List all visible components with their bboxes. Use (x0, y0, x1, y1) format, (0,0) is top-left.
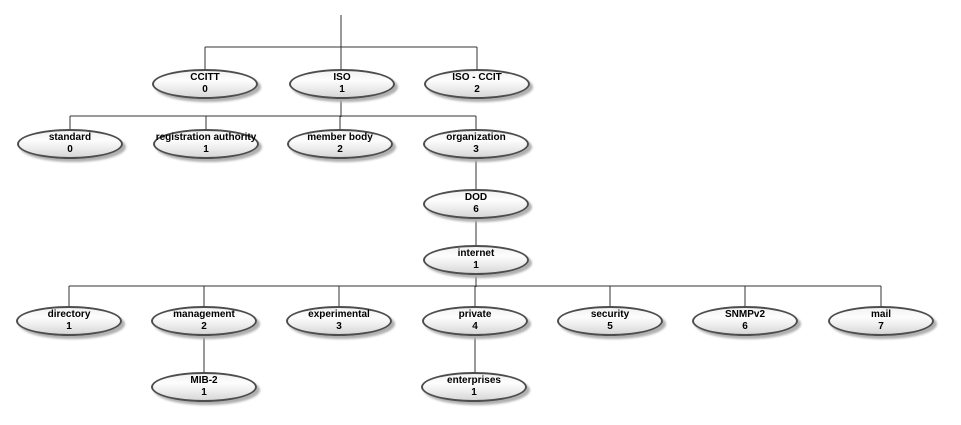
node-enterprises: enterprises 1 (421, 372, 527, 402)
node-label: SNMPv2 (724, 309, 765, 320)
node-directory: directory 1 (16, 306, 122, 336)
node-label: private (458, 309, 492, 320)
node-label: directory (47, 309, 91, 320)
node-value: 3 (336, 321, 342, 332)
node-iso-ccit: ISO - CCIT 2 (424, 69, 530, 99)
node-value: 2 (337, 144, 343, 155)
node-member-body: member body 2 (287, 129, 393, 159)
node-registration-authority: registration authority 1 (153, 129, 259, 159)
node-value: 1 (473, 260, 479, 271)
node-label: ISO (333, 72, 351, 83)
node-label: CCITT (190, 72, 220, 83)
node-internet: internet 1 (423, 245, 529, 275)
node-value: 1 (66, 321, 72, 332)
node-label: member body (307, 132, 373, 143)
node-mib-2: MIB-2 1 (151, 372, 257, 402)
node-label: enterprises (447, 375, 501, 386)
node-value: 0 (202, 84, 208, 95)
node-experimental: experimental 3 (286, 306, 392, 336)
node-label: internet (457, 248, 495, 259)
node-label: mail (870, 309, 891, 320)
node-value: 3 (473, 144, 479, 155)
node-value: 2 (201, 321, 207, 332)
node-value: 6 (473, 204, 479, 215)
node-value: 1 (339, 84, 345, 95)
node-value: 0 (67, 144, 73, 155)
node-iso: ISO 1 (289, 69, 395, 99)
node-organization: organization 3 (423, 129, 529, 159)
node-label: MIB-2 (190, 375, 218, 386)
node-management: management 2 (151, 306, 257, 336)
node-label: organization (446, 132, 506, 143)
node-value: 1 (471, 387, 477, 398)
node-value: 4 (472, 321, 478, 332)
node-private: private 4 (422, 306, 528, 336)
node-value: 5 (607, 321, 613, 332)
node-label: DOD (464, 192, 488, 203)
node-value: 1 (201, 387, 207, 398)
node-label: security (590, 309, 630, 320)
node-mail: mail 7 (828, 306, 934, 336)
node-security: security 5 (557, 306, 663, 336)
node-value: 6 (742, 321, 748, 332)
node-value: 7 (878, 321, 884, 332)
node-ccitt: CCITT 0 (152, 69, 258, 99)
node-label: management (173, 309, 235, 320)
node-value: 2 (474, 84, 480, 95)
node-standard: standard 0 (17, 129, 123, 159)
node-label: registration authority (155, 132, 257, 143)
node-label: standard (48, 132, 92, 143)
node-value: 1 (203, 144, 209, 155)
node-dod: DOD 6 (423, 189, 529, 219)
node-snmpv2: SNMPv2 6 (692, 306, 798, 336)
node-label: experimental (308, 309, 370, 320)
node-label: ISO - CCIT (452, 72, 502, 83)
